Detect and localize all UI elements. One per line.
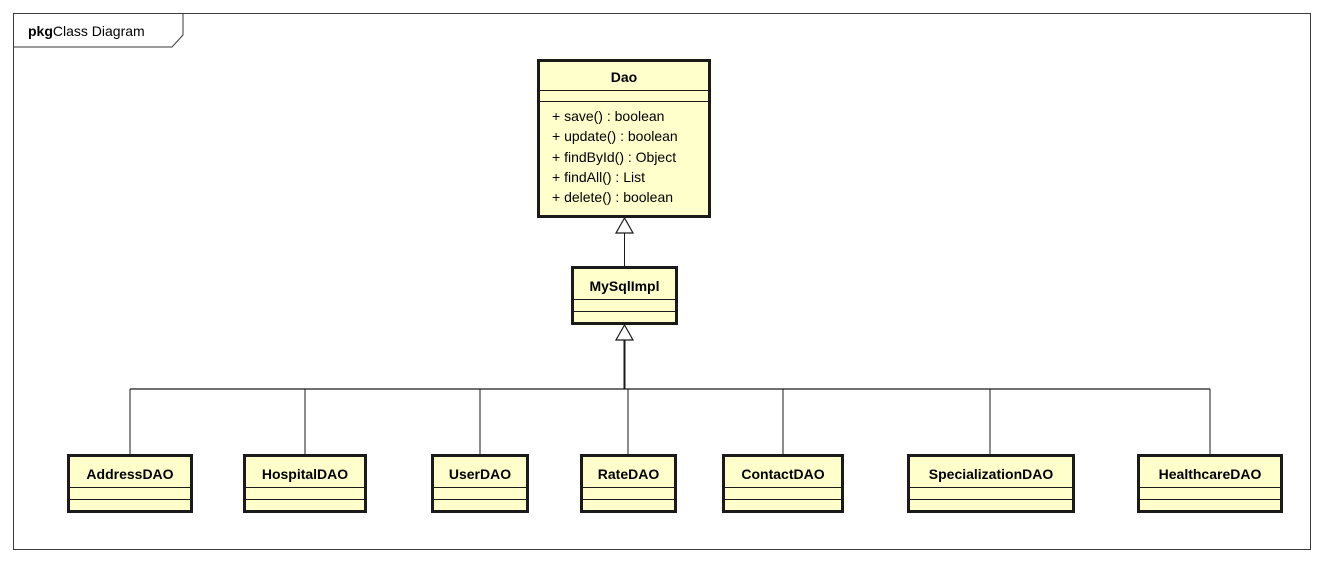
class-ratedao[interactable]: RateDAO — [580, 454, 677, 513]
operations-compartment — [1140, 499, 1280, 500]
class-hospitaldao[interactable]: HospitalDAO — [243, 454, 367, 513]
inheritance-arrowhead-icon — [614, 216, 635, 234]
class-dao[interactable]: Dao + save() : boolean + update() : bool… — [537, 59, 711, 218]
frame-tab — [13, 13, 184, 48]
class-name: HealthcareDAO — [1158, 466, 1262, 482]
attributes-compartment — [574, 299, 675, 311]
attributes-compartment — [910, 487, 1072, 499]
class-healthcaredao[interactable]: HealthcareDAO — [1137, 454, 1283, 513]
frame-keyword: pkg — [28, 23, 53, 39]
operation: + findAll() : List — [552, 168, 645, 185]
operations-compartment — [70, 499, 190, 500]
attributes-compartment — [583, 487, 674, 499]
operation: + save() : boolean — [552, 108, 665, 124]
attributes-compartment — [725, 487, 841, 499]
attributes-compartment — [1140, 487, 1280, 499]
operations-compartment — [910, 499, 1072, 500]
class-contactdao[interactable]: ContactDAO — [722, 454, 844, 513]
operations-compartment — [246, 499, 364, 500]
class-mysqlimpl[interactable]: MySqlImpl — [571, 266, 678, 325]
class-name: RateDAO — [597, 466, 660, 482]
operation: + findById() : Object — [552, 148, 677, 165]
class-specializationdao[interactable]: SpecializationDAO — [907, 454, 1075, 513]
class-name: SpecializationDAO — [928, 466, 1054, 482]
attributes-compartment — [434, 487, 526, 499]
attributes-compartment — [70, 487, 190, 499]
class-name: ContactDAO — [741, 466, 825, 482]
class-userdao[interactable]: UserDAO — [431, 454, 529, 513]
frame-label: pkgClass Diagram — [28, 22, 145, 40]
class-addressdao[interactable]: AddressDAO — [67, 454, 193, 513]
attributes-compartment — [246, 487, 364, 499]
operations-compartment — [434, 499, 526, 500]
class-name: HospitalDAO — [261, 466, 349, 482]
operations-compartment — [583, 499, 674, 500]
operation: + update() : boolean — [552, 128, 678, 145]
class-name: UserDAO — [448, 466, 512, 482]
operations-compartment — [725, 499, 841, 500]
attributes-compartment — [540, 90, 708, 101]
operation: + delete() : boolean — [552, 189, 674, 206]
package-frame — [13, 13, 1311, 550]
operations-compartment: + save() : boolean + update() : boolean … — [540, 101, 708, 207]
class-name: MySqlImpl — [589, 278, 660, 294]
frame-title: Class Diagram — [52, 23, 145, 39]
class-name: Dao — [610, 69, 638, 85]
class-name: AddressDAO — [86, 466, 174, 482]
inheritance-arrowhead-icon — [614, 323, 635, 341]
operations-compartment — [574, 311, 675, 312]
